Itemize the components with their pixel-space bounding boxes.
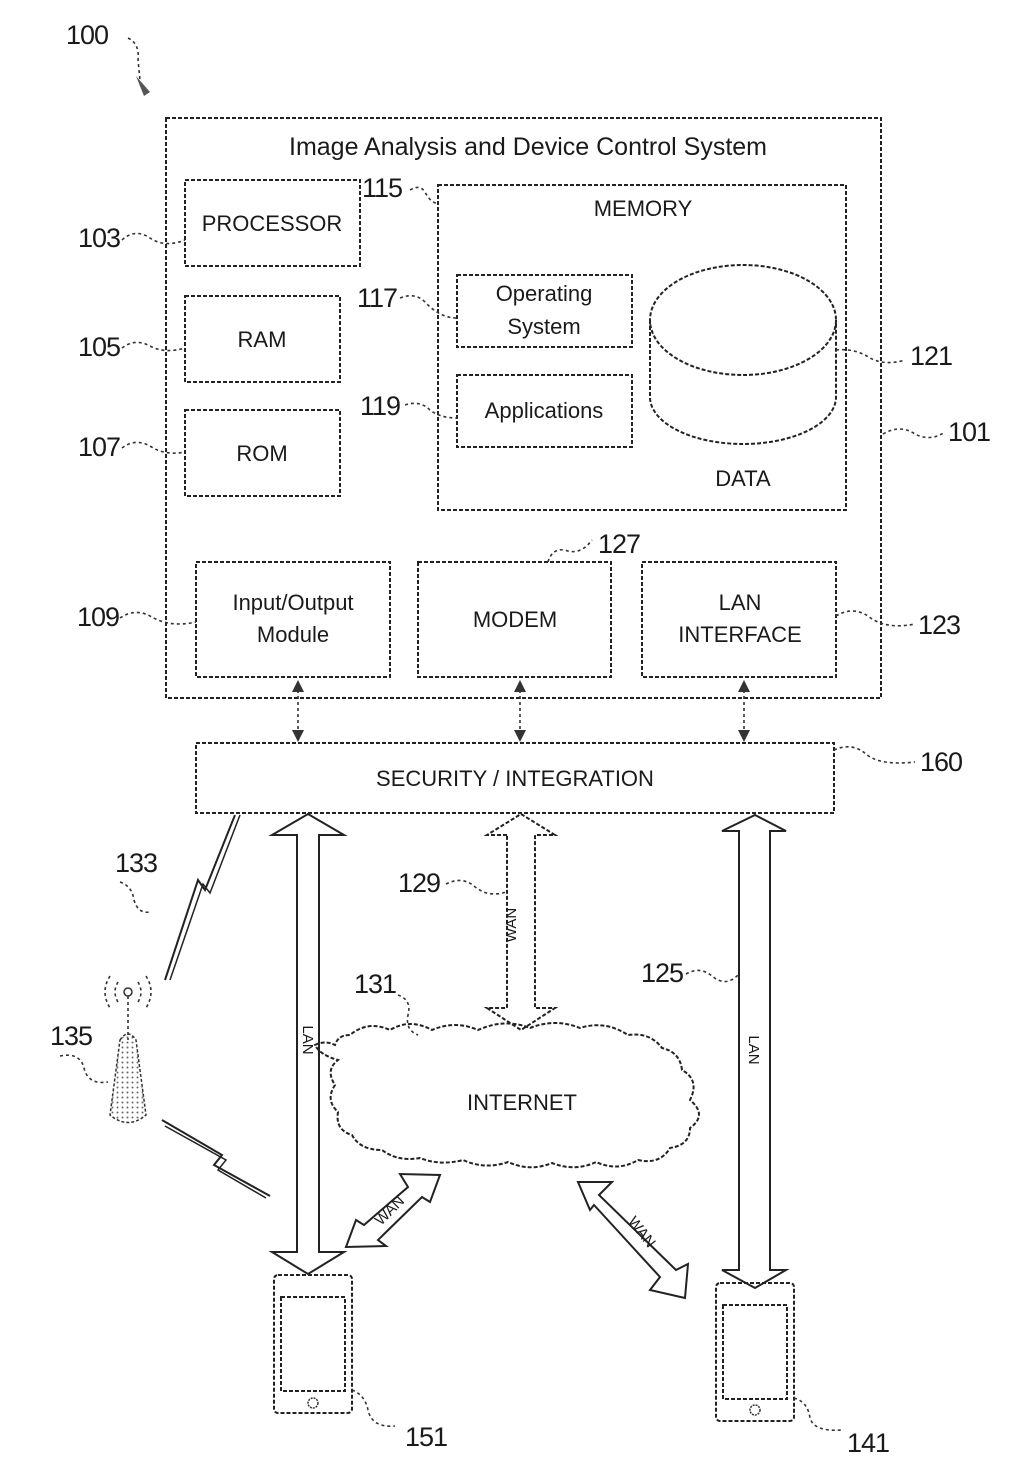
operating-system-label-line1: Operating [496, 281, 593, 306]
wan-link-right-arrow [578, 1182, 688, 1298]
rom-ref: 107 [78, 432, 120, 462]
security-integration-ref: 160 [920, 747, 962, 777]
lan-interface-box [642, 562, 836, 677]
lan-link-right-leader [686, 970, 739, 981]
modem-label: MODEM [473, 607, 557, 632]
operating-system-leader [400, 296, 457, 318]
memory-ref: 115 [362, 173, 402, 203]
rom-leader [122, 442, 185, 453]
modem-ref: 127 [598, 529, 640, 559]
lan-link-left-label: LAN [299, 1025, 316, 1054]
mobile-device-left-ref: 151 [405, 1422, 447, 1452]
ram-leader [122, 342, 185, 350]
mobile-device-right-leader [794, 1398, 842, 1430]
io-module-label-line2: Module [257, 622, 329, 647]
processor-label: PROCESSOR [202, 211, 343, 236]
data-label: DATA [715, 466, 771, 491]
lan-interface-ref: 123 [918, 610, 960, 640]
io-to-security-arrow-icon [292, 680, 304, 742]
lan-interface-label-line2: INTERFACE [678, 622, 801, 647]
cell-tower-icon [105, 976, 151, 1123]
memory-leader [410, 187, 438, 204]
cell-tower-ref: 135 [50, 1021, 92, 1051]
data-ref: 121 [910, 341, 952, 371]
io-module-label-line1: Input/Output [232, 590, 353, 615]
applications-ref: 119 [360, 391, 400, 421]
operating-system-label-line2: System [507, 314, 580, 339]
lan-link-right-ref: 125 [641, 958, 683, 988]
system-leader [883, 429, 945, 438]
system-ref: 101 [948, 417, 990, 447]
wireless-link-lower-icon [162, 1120, 270, 1198]
security-integration-leader [834, 747, 915, 763]
security-integration-label: SECURITY / INTEGRATION [376, 766, 654, 791]
lan-interface-leader [836, 611, 915, 626]
wireless-link-upper-icon [165, 815, 240, 980]
io-module-box [196, 562, 390, 677]
internet-ref: 131 [354, 969, 396, 999]
lan-interface-label-line1: LAN [719, 590, 762, 615]
processor-ref: 103 [78, 223, 120, 253]
modem-leader [548, 540, 592, 562]
figure-ref-arrow-icon [136, 76, 150, 96]
operating-system-ref: 117 [357, 283, 397, 313]
lan-link-right-label: LAN [745, 1035, 762, 1064]
applications-label: Applications [485, 398, 604, 423]
figure-ref-leader [128, 38, 140, 80]
processor-leader [122, 233, 185, 243]
lan-interface-to-security-arrow-icon [738, 680, 750, 742]
wan-link-ref: 129 [398, 868, 440, 898]
mobile-device-right-ref: 141 [847, 1428, 889, 1458]
ram-ref: 105 [78, 332, 120, 362]
mobile-device-left-icon [274, 1275, 352, 1413]
wan-link-arrow [487, 814, 555, 1030]
wireless-link-ref: 133 [115, 848, 157, 878]
io-module-ref: 109 [77, 602, 119, 632]
applications-leader [405, 403, 457, 418]
modem-to-security-arrow-icon [514, 680, 526, 742]
wan-link-label: WAN [503, 908, 520, 942]
mobile-device-right-icon [716, 1283, 794, 1421]
data-cylinder-icon [650, 265, 836, 444]
internet-label: INTERNET [467, 1090, 577, 1115]
memory-label: MEMORY [594, 196, 693, 221]
rom-label: ROM [236, 441, 287, 466]
system-title: Image Analysis and Device Control System [289, 133, 767, 161]
io-module-leader [120, 612, 196, 624]
figure-ref-100: 100 [66, 20, 108, 50]
wan-link-leader [446, 880, 506, 894]
internet-leader [398, 995, 418, 1035]
wireless-link-leader [120, 882, 150, 912]
mobile-device-left-leader [352, 1390, 395, 1426]
cell-tower-leader [60, 1055, 108, 1082]
ram-label: RAM [238, 327, 287, 352]
